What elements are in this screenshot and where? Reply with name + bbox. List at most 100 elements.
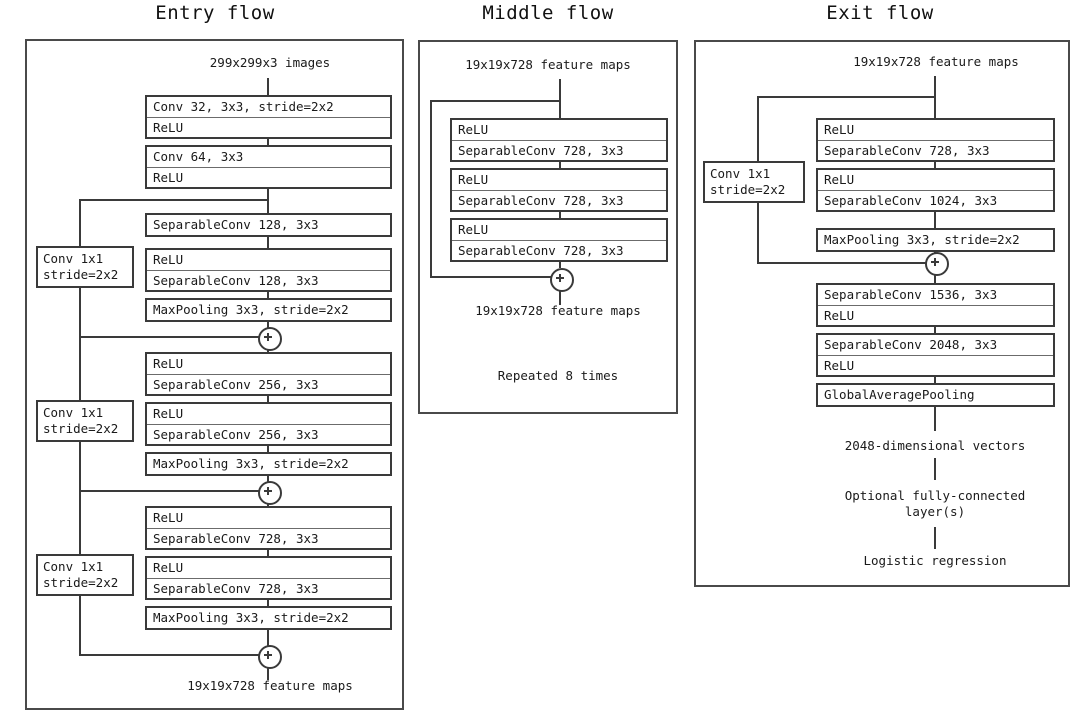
middle-block-0: ReLU SeparableConv 728, 3x3 <box>450 118 668 162</box>
exit-spine-4 <box>934 273 936 283</box>
exit-block-2-row-0: MaxPooling 3x3, stride=2x2 <box>818 230 1053 250</box>
exit-tail-line-1 <box>934 527 936 549</box>
entry-skip-box-2-line-1: stride=2x2 <box>43 575 119 590</box>
exit-block-5: GlobalAveragePooling <box>816 383 1055 407</box>
entry-spine-1 <box>267 135 269 145</box>
middle-block-1-row-0: ReLU <box>452 170 666 190</box>
entry-adder-0 <box>258 327 282 351</box>
middle-input-label: 19x19x728 feature maps <box>465 57 631 72</box>
exit-skip-join <box>757 262 928 264</box>
entry-skip-join-2 <box>79 490 261 492</box>
entry-spine-13 <box>267 626 269 646</box>
entry-block-6: ReLU SeparableConv 256, 3x3 <box>145 402 392 446</box>
exit-skip-box-0-line-1: stride=2x2 <box>710 182 786 197</box>
entry-block-0-row-0: Conv 32, 3x3, stride=2x2 <box>147 97 390 117</box>
middle-adder-0 <box>550 268 574 292</box>
entry-block-4: MaxPooling 3x3, stride=2x2 <box>145 298 392 322</box>
entry-block-1: Conv 64, 3x3 ReLU <box>145 145 392 189</box>
entry-block-2-row-0: SeparableConv 128, 3x3 <box>147 215 390 235</box>
exit-block-1-row-1: SeparableConv 1024, 3x3 <box>818 190 1053 210</box>
entry-skip-box-0: Conv 1x1 stride=2x2 <box>36 246 134 288</box>
middle-spine-4 <box>559 288 561 305</box>
middle-skip-rail <box>430 100 432 277</box>
entry-block-3-row-0: ReLU <box>147 250 390 270</box>
exit-adder-0 <box>925 252 949 276</box>
entry-block-10: MaxPooling 3x3, stride=2x2 <box>145 606 392 630</box>
exit-block-1-row-0: ReLU <box>818 170 1053 190</box>
entry-block-5-row-0: ReLU <box>147 354 390 374</box>
entry-skip-box-2: Conv 1x1 stride=2x2 <box>36 554 134 596</box>
entry-adder-2 <box>258 645 282 669</box>
exit-block-4-row-0: SeparableConv 2048, 3x3 <box>818 335 1053 355</box>
exit-skip-box-0: Conv 1x1 stride=2x2 <box>703 161 805 203</box>
entry-spine-8 <box>267 442 269 452</box>
entry-skip-box-1-line-1: stride=2x2 <box>43 421 119 436</box>
entry-block-0: Conv 32, 3x3, stride=2x2 ReLU <box>145 95 392 139</box>
exit-spine-7 <box>934 403 936 431</box>
entry-skip-box-1: Conv 1x1 stride=2x2 <box>36 400 134 442</box>
middle-spine-3 <box>559 258 561 268</box>
panel-entry-flow <box>25 39 404 710</box>
entry-skip-join-3 <box>79 654 261 656</box>
entry-block-3: ReLU SeparableConv 128, 3x3 <box>145 248 392 292</box>
exit-block-0: ReLU SeparableConv 728, 3x3 <box>816 118 1055 162</box>
flow-title-middle: Middle flow <box>482 2 614 24</box>
exit-spine-1 <box>934 158 936 168</box>
exit-block-4: SeparableConv 2048, 3x3 ReLU <box>816 333 1055 377</box>
entry-skip-tap-line <box>79 199 269 201</box>
exit-skip-box-0-line-0: Conv 1x1 <box>710 166 771 181</box>
exit-block-3-row-1: ReLU <box>818 305 1053 325</box>
entry-block-4-row-0: MaxPooling 3x3, stride=2x2 <box>147 300 390 320</box>
entry-skip-box-2-line-0: Conv 1x1 <box>43 559 104 574</box>
entry-block-3-row-1: SeparableConv 128, 3x3 <box>147 270 390 290</box>
exit-block-0-row-1: SeparableConv 728, 3x3 <box>818 140 1053 160</box>
exit-spine-2 <box>934 208 936 228</box>
middle-spine-2 <box>559 208 561 218</box>
entry-block-5: ReLU SeparableConv 256, 3x3 <box>145 352 392 396</box>
entry-spine-0 <box>267 78 269 95</box>
entry-spine-7 <box>267 392 269 402</box>
exit-block-3-row-0: SeparableConv 1536, 3x3 <box>818 285 1053 305</box>
entry-block-8-row-1: SeparableConv 728, 3x3 <box>147 528 390 548</box>
middle-spine-0 <box>559 79 561 118</box>
entry-spine-14 <box>267 666 269 680</box>
entry-block-7: MaxPooling 3x3, stride=2x2 <box>145 452 392 476</box>
exit-block-4-row-1: ReLU <box>818 355 1053 375</box>
entry-spine-5 <box>267 318 269 328</box>
flow-title-entry: Entry flow <box>155 2 275 24</box>
entry-spine-4 <box>267 288 269 298</box>
entry-block-9: ReLU SeparableConv 728, 3x3 <box>145 556 392 600</box>
panel-middle-flow <box>418 40 678 414</box>
entry-spine-9 <box>267 472 269 482</box>
exit-block-2: MaxPooling 3x3, stride=2x2 <box>816 228 1055 252</box>
entry-block-8: ReLU SeparableConv 728, 3x3 <box>145 506 392 550</box>
exit-skip-tap-line <box>757 96 936 98</box>
entry-output-label: 19x19x728 feature maps <box>187 678 353 693</box>
exit-block-0-row-0: ReLU <box>818 120 1053 140</box>
entry-spine-3 <box>267 233 269 248</box>
entry-adder-1 <box>258 481 282 505</box>
exit-input-label: 19x19x728 feature maps <box>853 54 1019 69</box>
exit-tail-label-0: 2048-dimensional vectors <box>844 438 1026 453</box>
flow-title-exit: Exit flow <box>826 2 934 24</box>
exit-tail-label-2: Logistic regression <box>863 553 1007 568</box>
middle-block-0-row-0: ReLU <box>452 120 666 140</box>
entry-block-7-row-0: MaxPooling 3x3, stride=2x2 <box>147 454 390 474</box>
middle-block-2-row-1: SeparableConv 728, 3x3 <box>452 240 666 260</box>
exit-tail-line-0 <box>934 458 936 480</box>
entry-block-9-row-0: ReLU <box>147 558 390 578</box>
middle-block-1: ReLU SeparableConv 728, 3x3 <box>450 168 668 212</box>
middle-block-0-row-1: SeparableConv 728, 3x3 <box>452 140 666 160</box>
entry-skip-join-1 <box>79 336 261 338</box>
entry-skip-box-0-line-0: Conv 1x1 <box>43 251 104 266</box>
entry-input-label: 299x299x3 images <box>209 55 331 70</box>
middle-block-1-row-1: SeparableConv 728, 3x3 <box>452 190 666 210</box>
exit-spine-6 <box>934 373 936 383</box>
entry-block-1-row-0: Conv 64, 3x3 <box>147 147 390 167</box>
middle-skip-tap-line <box>430 100 561 102</box>
exit-block-1: ReLU SeparableConv 1024, 3x3 <box>816 168 1055 212</box>
entry-block-5-row-1: SeparableConv 256, 3x3 <box>147 374 390 394</box>
entry-spine-11 <box>267 546 269 556</box>
entry-block-1-row-1: ReLU <box>147 167 390 187</box>
